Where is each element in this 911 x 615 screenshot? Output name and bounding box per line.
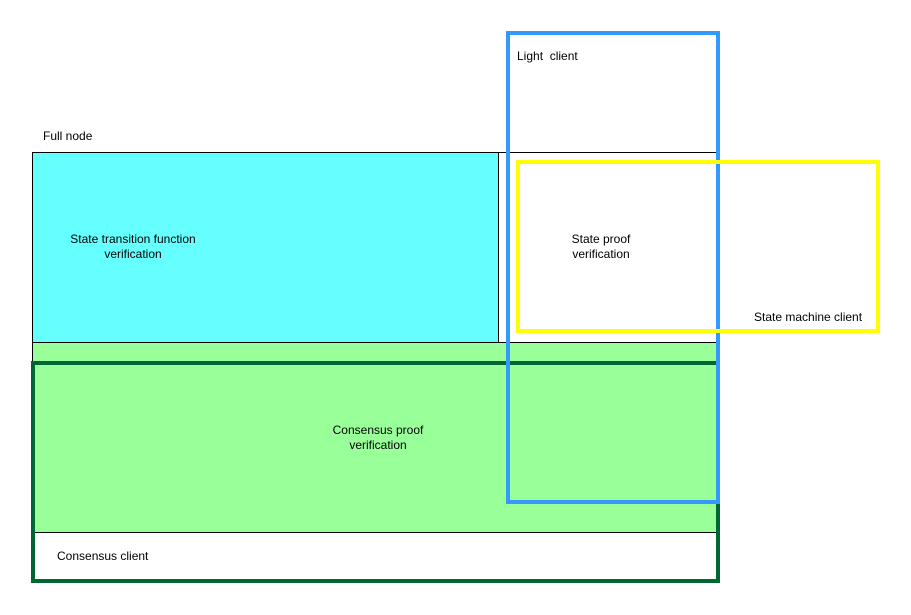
state-machine-client-outline	[516, 160, 880, 333]
state-transition-function-box	[32, 152, 499, 343]
light-client-label: Light client	[517, 49, 578, 63]
state-transition-label-line1: State transition function	[70, 232, 196, 246]
light-client-outline	[506, 31, 720, 504]
state-proof-label-line1: State proof	[571, 232, 631, 246]
state-machine-client-label: State machine client	[754, 310, 863, 324]
full-node-label: Full node	[43, 129, 93, 143]
consensus-proof-label-line1: Consensus proof	[332, 423, 424, 437]
consensus-client-label: Consensus client	[57, 549, 149, 563]
state-transition-label: State transition function verification	[58, 232, 208, 262]
consensus-proof-label-line2: verification	[349, 438, 407, 452]
state-proof-label: State proof verification	[551, 232, 651, 262]
state-proof-label-line2: verification	[572, 247, 630, 261]
consensus-proof-label: Consensus proof verification	[318, 423, 438, 453]
state-transition-label-line2: verification	[104, 247, 162, 261]
